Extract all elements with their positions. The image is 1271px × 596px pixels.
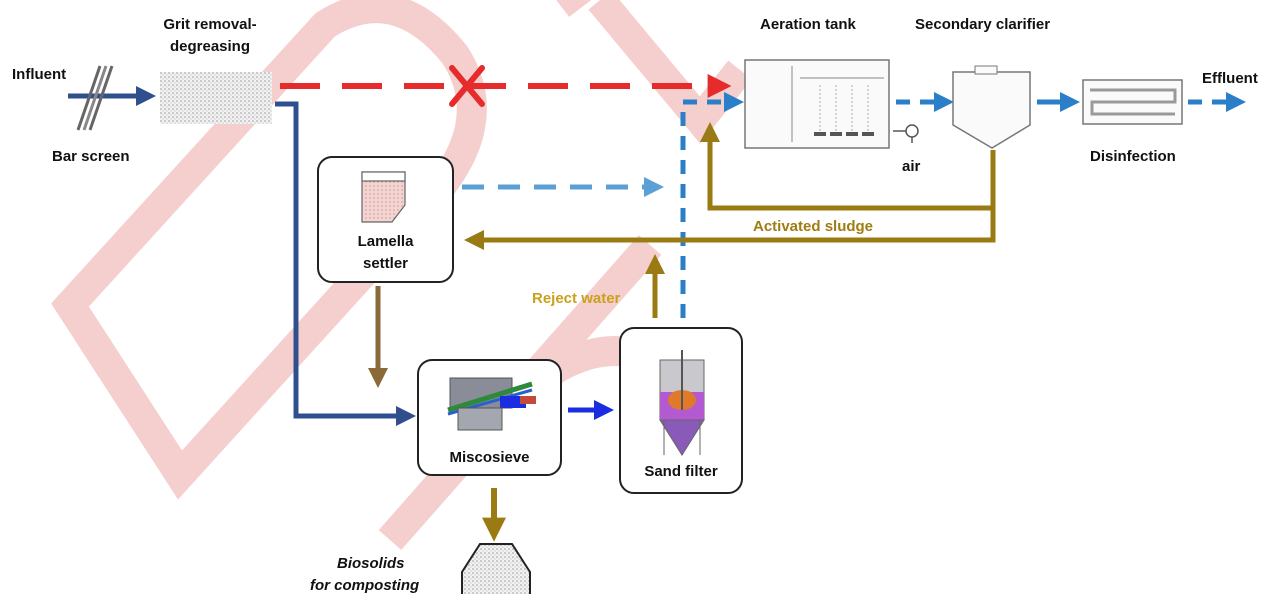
grit-label-line2: degreasing: [169, 38, 251, 55]
reject-water-label: Reject water: [532, 290, 621, 307]
filtered-water-line: [680, 92, 744, 318]
grit-label-line1: Grit removal-: [163, 16, 257, 33]
influent-label: Influent: [12, 66, 67, 83]
disinfection-label: Disinfection: [1090, 148, 1176, 165]
sand-filter-icon: [659, 350, 705, 456]
activated-sludge-label: Activated sludge: [753, 218, 874, 235]
lamella-label-line2: settler: [362, 255, 409, 272]
air-blower-icon: [893, 124, 919, 143]
sludge-return-line: [700, 122, 996, 211]
excess-sludge-line: [464, 208, 996, 250]
bar-screen-icon: [76, 65, 114, 131]
biosolids-pile-icon: [461, 543, 531, 594]
aeration-tank-icon: [744, 59, 890, 149]
x-mark-icon: [449, 65, 485, 107]
biosolids-label-line1: Biosolids: [337, 555, 405, 572]
grit-to-sieve-line: [275, 101, 416, 426]
biosolids-label-line2: for composting: [310, 577, 420, 594]
secondary-clarifier-label: Secondary clarifier: [915, 16, 1051, 33]
sand-filter-label: Sand filter: [644, 463, 718, 480]
air-label: air: [902, 158, 921, 175]
aeration-tank-label: Aeration tank: [760, 16, 856, 33]
disinfection-channel-icon: [1082, 79, 1183, 125]
grit-chamber-icon: [160, 72, 272, 124]
lamella-settler-icon: [361, 171, 406, 223]
lamella-label-line1: Lamella: [357, 233, 414, 250]
effluent-label: Effluent: [1202, 70, 1258, 87]
miscosieve-label: Miscosieve: [449, 449, 530, 466]
microsieve-machine-icon: [447, 377, 536, 431]
clarifier-icon: [952, 65, 1031, 149]
bar-screen-label: Bar screen: [52, 148, 130, 165]
